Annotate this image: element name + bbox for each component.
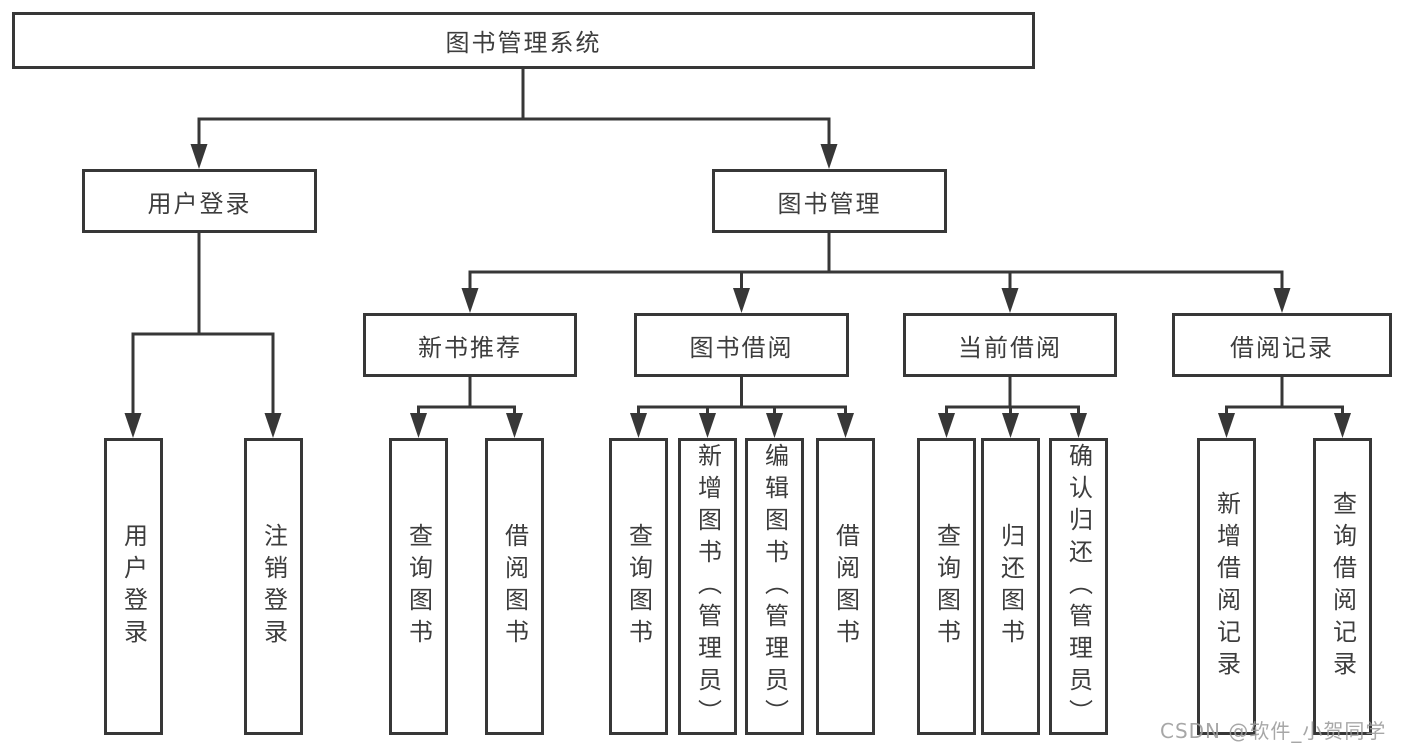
node-label: 新书推荐: [418, 333, 522, 362]
node-book-management: 图书管理: [712, 169, 947, 233]
node-label: 用户登录: [119, 522, 148, 651]
node-label: 借阅记录: [1230, 333, 1334, 362]
node-new-book-recommend: 新书推荐: [363, 313, 577, 377]
node-label: 注销登录: [259, 522, 288, 651]
node-label: 新增图书（管理员）: [693, 442, 722, 731]
node-borrow-records: 借阅记录: [1172, 313, 1392, 377]
node-label: 图书管理: [777, 189, 882, 218]
node-root-library-system: 图书管理系统: [12, 12, 1035, 69]
connector-borrow-records: [1225, 377, 1344, 420]
node-user-login: 用户登录: [82, 169, 317, 233]
node-label: 查询图书: [404, 522, 433, 651]
leaf-add-borrow-record: 新增借阅记录: [1197, 438, 1256, 735]
node-label: 当前借阅: [958, 333, 1062, 362]
leaf-query-books-current: 查询图书: [917, 438, 976, 735]
node-current-borrow: 当前借阅: [903, 313, 1117, 377]
leaf-borrow-books-recommend: 借阅图书: [485, 438, 544, 735]
leaf-user-login: 用户登录: [104, 438, 163, 735]
node-label: 查询图书: [624, 522, 653, 651]
leaf-edit-book-admin: 编辑图书（管理员）: [745, 438, 804, 735]
node-label: 新增借阅记录: [1212, 490, 1241, 683]
node-label: 借阅图书: [831, 522, 860, 651]
leaf-return-book: 归还图书: [981, 438, 1040, 735]
leaf-confirm-return-admin: 确认归还（管理员）: [1049, 438, 1108, 735]
watermark: CSDN @软件_小贺同学: [1160, 719, 1387, 743]
connector-book-management: [468, 233, 1284, 294]
leaf-query-borrow-record: 查询借阅记录: [1313, 438, 1372, 735]
connector-new-book-recommend: [417, 377, 516, 420]
connector-user-login: [131, 233, 275, 420]
leaf-query-books-borrow: 查询图书: [609, 438, 668, 735]
leaf-borrow-books: 借阅图书: [816, 438, 875, 735]
connector-root: [197, 69, 831, 150]
leaf-logout: 注销登录: [244, 438, 303, 735]
node-label: 查询图书: [932, 522, 961, 651]
leaf-add-book-admin: 新增图书（管理员）: [678, 438, 737, 735]
node-label: 归还图书: [996, 522, 1025, 651]
node-label: 查询借阅记录: [1328, 490, 1357, 683]
node-label: 借阅图书: [500, 522, 529, 651]
node-label: 编辑图书（管理员）: [760, 442, 789, 731]
node-label: 确认归还（管理员）: [1064, 442, 1093, 731]
node-label: 图书借阅: [689, 333, 794, 362]
node-book-borrow: 图书借阅: [634, 313, 849, 377]
node-label: 用户登录: [147, 189, 252, 218]
leaf-query-books-recommend: 查询图书: [389, 438, 448, 735]
node-label: 图书管理系统: [445, 29, 602, 57]
arrowheads: [124, 144, 1351, 438]
connector-book-borrow: [637, 377, 847, 420]
